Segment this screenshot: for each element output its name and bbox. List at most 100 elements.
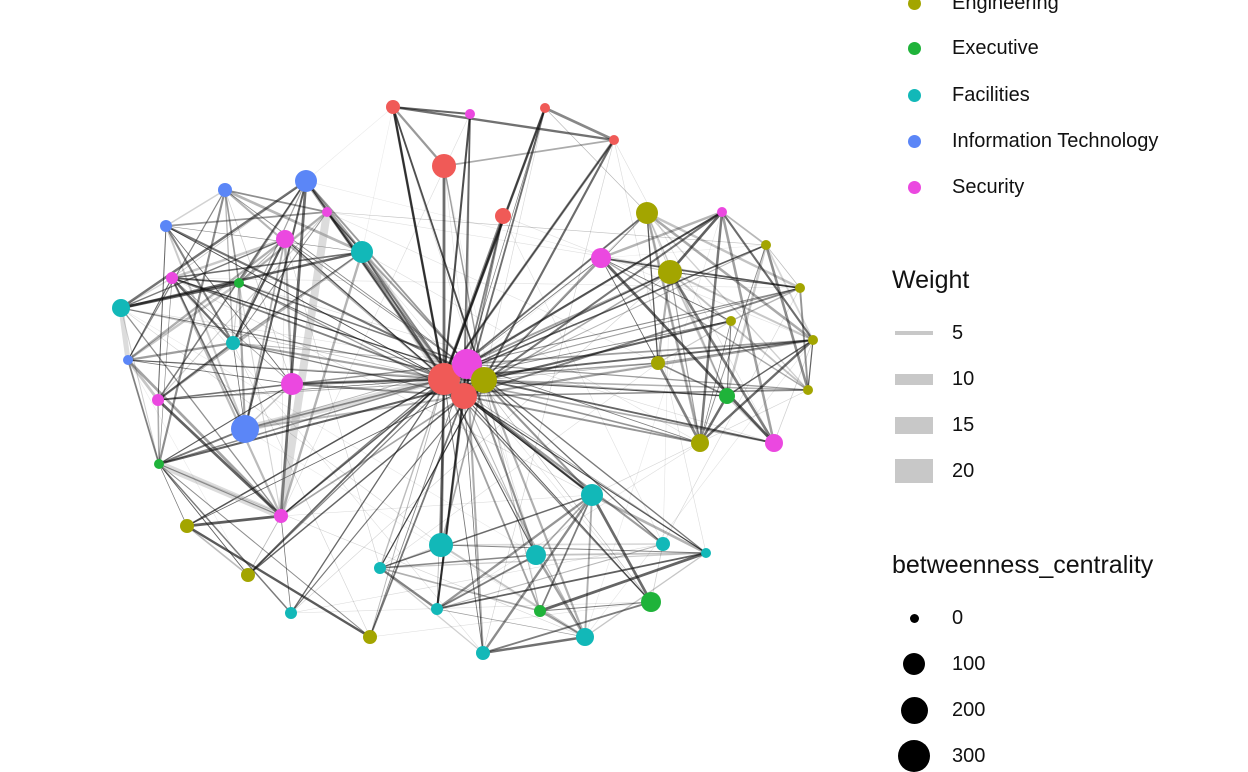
- graph-edge: [463, 287, 801, 397]
- graph-edge: [171, 251, 363, 279]
- legend-item-executive: Executive: [890, 33, 1039, 63]
- graph-edge: [443, 378, 541, 612]
- graph-edge: [157, 399, 282, 517]
- graph-edge: [483, 379, 775, 444]
- graph-node: [428, 363, 460, 395]
- graph-edge: [158, 463, 188, 527]
- graph-edge: [721, 211, 767, 246]
- graph-edge: [662, 271, 671, 545]
- graph-edge: [232, 341, 445, 381]
- graph-edge: [232, 342, 371, 638]
- graph-edge: [157, 399, 160, 465]
- graph-edge: [291, 377, 445, 386]
- graph-edge: [657, 362, 728, 397]
- graph-edge: [127, 359, 160, 465]
- betweenness-legend-item-200: 200: [890, 695, 985, 725]
- weight-legend-item-15: 15: [890, 410, 974, 440]
- graph-edge: [466, 363, 707, 554]
- graph-edge: [127, 238, 286, 361]
- graph-edge: [646, 211, 801, 290]
- graph-edge: [440, 543, 664, 546]
- graph-edge: [590, 494, 653, 603]
- graph-node: [231, 415, 259, 443]
- graph-edge: [668, 271, 776, 444]
- graph-edge: [358, 249, 448, 382]
- graph-node: [154, 459, 164, 469]
- graph-edge: [600, 210, 723, 260]
- graph-edge: [170, 277, 283, 517]
- node-layer: [112, 100, 818, 660]
- graph-edge: [120, 307, 160, 465]
- graph-edge: [305, 106, 394, 182]
- graph-edge: [379, 379, 485, 569]
- graph-node: [274, 509, 288, 523]
- graph-edge: [807, 339, 814, 391]
- graph-edge: [584, 211, 723, 638]
- betweenness-label-100: 100: [952, 652, 986, 675]
- graph-edge: [443, 211, 723, 380]
- graph-node: [540, 103, 550, 113]
- graph-edge: [669, 271, 701, 444]
- graph-edge: [361, 251, 468, 365]
- graph-edge: [379, 378, 445, 569]
- graph-edge: [158, 428, 246, 465]
- graph-edge: [613, 139, 707, 554]
- graph-node: [386, 100, 400, 114]
- graph-edge: [483, 362, 659, 381]
- graph-node: [526, 545, 546, 565]
- legend-item-security: Security: [890, 172, 1024, 202]
- graph-edge: [483, 257, 602, 381]
- graph-edge: [171, 277, 445, 380]
- graph-node: [651, 356, 665, 370]
- graph-node: [160, 220, 172, 232]
- betweenness-label-200: 200: [952, 698, 986, 721]
- graph-edge: [646, 212, 701, 444]
- graph-node: [465, 109, 475, 119]
- graph-node: [658, 260, 682, 284]
- graph-edge: [483, 244, 767, 381]
- weight-label-20: 20: [952, 459, 975, 482]
- graph-edge: [463, 395, 707, 554]
- graph-edge: [247, 378, 445, 576]
- graph-edge: [158, 383, 293, 465]
- graph-edge: [165, 225, 246, 430]
- legend-label-security: Security: [952, 175, 1025, 198]
- graph-edge: [466, 339, 814, 365]
- graph-edge: [379, 554, 537, 569]
- graph-edge: [726, 395, 775, 444]
- graph-edge: [237, 282, 247, 430]
- graph-edge: [765, 244, 814, 341]
- legend-label-engineering: Engineering: [952, 0, 1059, 14]
- graph-edge: [435, 395, 466, 610]
- graph-edge: [669, 211, 723, 273]
- graph-node: [581, 484, 603, 506]
- graph-node: [234, 278, 244, 288]
- graph-edge: [669, 271, 801, 289]
- weight-legend-item-5: 5: [890, 318, 963, 348]
- graph-edge: [599, 257, 776, 444]
- graph-edge: [165, 225, 363, 253]
- graph-edge: [186, 525, 249, 576]
- graph-node: [241, 568, 255, 582]
- graph-node: [351, 241, 373, 263]
- graph-edge: [442, 113, 472, 380]
- graph-edge: [232, 282, 240, 344]
- graph-edge: [165, 189, 226, 227]
- graph-edge: [466, 363, 537, 556]
- graph-node: [803, 385, 813, 395]
- graph-edge: [646, 211, 814, 342]
- graph-edge: [158, 463, 292, 614]
- graph-edge: [656, 362, 702, 444]
- graph-edge: [443, 165, 485, 381]
- graph-edge: [463, 107, 546, 397]
- graph-edge: [326, 211, 659, 364]
- graph-edge: [127, 281, 240, 362]
- graph-edge: [280, 494, 593, 517]
- graph-edge: [238, 282, 775, 444]
- graph-edge: [244, 428, 586, 638]
- graph-edge: [534, 554, 587, 638]
- graph-edge: [277, 211, 331, 517]
- graph-edge: [466, 287, 801, 365]
- graph-edge: [127, 359, 445, 380]
- network-graph: [112, 100, 818, 660]
